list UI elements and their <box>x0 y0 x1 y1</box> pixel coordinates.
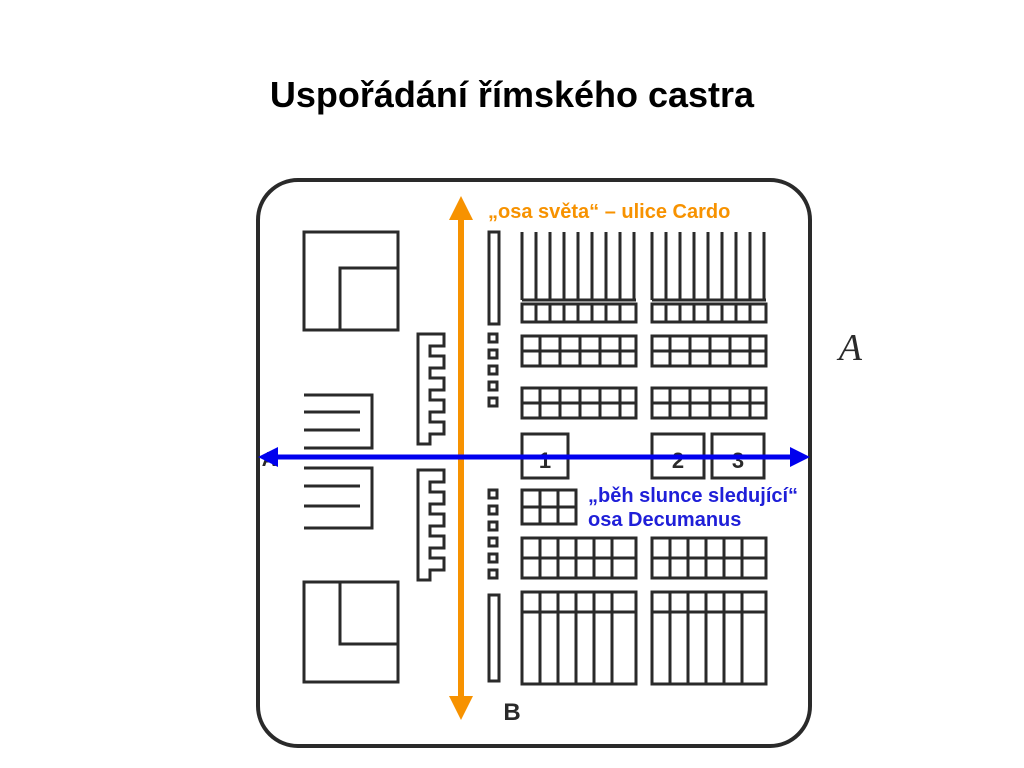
cardo-label: „osa světa“ – ulice Cardo <box>482 200 737 224</box>
decumanus-label: „běh slunce sledující“ osa Decumanus <box>582 484 805 532</box>
gate-letter-east: A <box>836 327 863 369</box>
corner-building-top <box>302 230 400 332</box>
camp-wall <box>256 178 812 748</box>
building-number-3: 3 <box>732 448 744 473</box>
building-number-1: 1 <box>539 448 551 473</box>
decumanus-label-line2: osa Decumanus <box>588 509 742 531</box>
barracks-comb-left <box>304 393 374 530</box>
barracks-top-right <box>520 232 768 324</box>
corner-building-bottom <box>302 580 400 684</box>
side-strips <box>487 230 501 683</box>
serpentine-barracks <box>416 332 446 582</box>
blocks-lower-right <box>520 488 768 686</box>
gate-letter-south: B <box>503 699 520 726</box>
gate-letter-west: A <box>262 449 276 471</box>
building-number-2: 2 <box>672 448 684 473</box>
decumanus-label-line1: „běh slunce sledující“ <box>588 485 799 507</box>
slide-title: Uspořádání římského castra <box>269 74 755 115</box>
barracks-middle-right <box>520 334 768 420</box>
